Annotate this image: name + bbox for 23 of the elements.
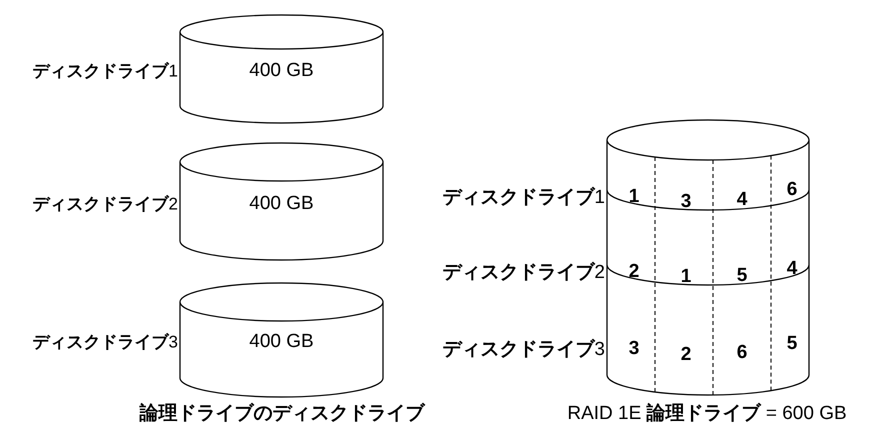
drive-label: ディスクドライブ1 xyxy=(32,60,178,82)
block-number: 3 xyxy=(680,191,692,213)
drive-label: ディスクドライブ3 xyxy=(442,338,605,362)
capacity-label: 400 GB xyxy=(249,192,314,214)
block-number: 4 xyxy=(786,258,798,280)
capacity-label: 400 GB xyxy=(249,331,314,353)
caption: RAID 1E 論理ドライブ = 600 GB xyxy=(567,402,847,426)
drive-label: ディスクドライブ3 xyxy=(32,332,178,354)
block-number: 5 xyxy=(786,333,798,355)
block-number: 2 xyxy=(628,261,640,283)
block-number: 1 xyxy=(628,186,640,208)
drive-label: ディスクドライブ2 xyxy=(32,193,178,215)
block-number: 4 xyxy=(736,189,748,211)
block-number: 1 xyxy=(680,266,692,288)
drive-label: ディスクドライブ2 xyxy=(442,260,605,285)
capacity-label: 400 GB xyxy=(249,60,314,82)
block-number: 5 xyxy=(736,265,748,287)
block-number: 6 xyxy=(786,179,798,201)
caption: 論理ドライブのディスクドライブ xyxy=(140,402,424,426)
block-number: 6 xyxy=(736,342,748,364)
block-number: 3 xyxy=(628,338,640,360)
drive-label: ディスクドライブ1 xyxy=(442,186,605,210)
block-number: 2 xyxy=(680,344,692,366)
